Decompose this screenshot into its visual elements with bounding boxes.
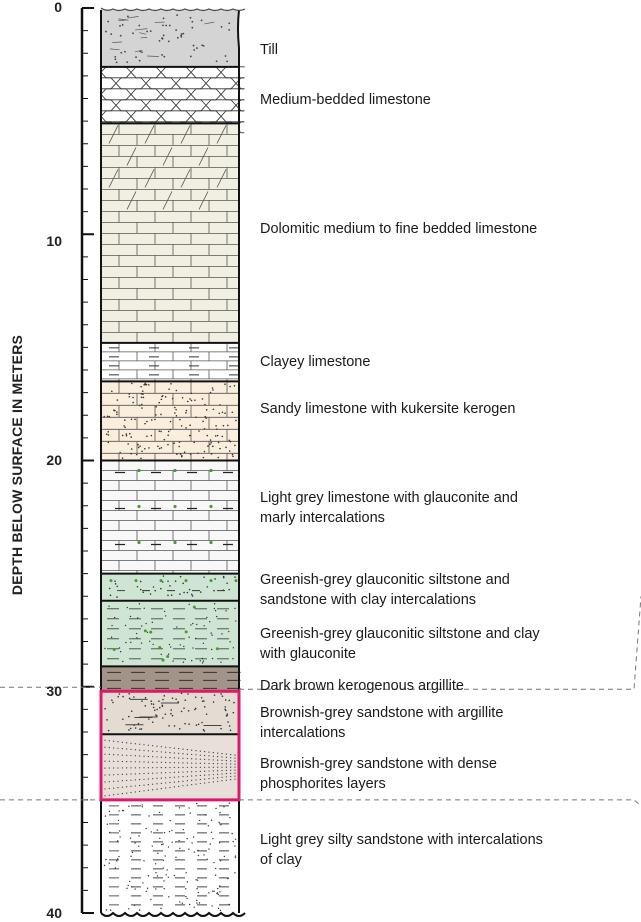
column-bottom-edge: [101, 913, 245, 916]
layer-sandy-limestone: [101, 381, 239, 460]
layer-label-sandy-limestone: Sandy limestone with kukersite kerogen: [260, 399, 516, 419]
layer-fill-greenish-grey-siltstone-clay: [101, 601, 239, 667]
layer-greenish-grey-siltstone-clay: [101, 601, 239, 667]
layer-fill-till: [101, 8, 239, 67]
layer-brownish-grey-sandstone-phosphorites: [101, 734, 239, 800]
layer-label-dolomitic-limestone: Dolomitic medium to fine bedded limeston…: [260, 219, 537, 239]
layer-greenish-grey-siltstone-sandstone: [101, 574, 250, 601]
layer-till: [101, 8, 239, 67]
depth-axis: [82, 8, 94, 913]
layer-label-medium-bedded-limestone: Medium-bedded limestone: [260, 90, 431, 110]
layer-clayey-limestone: [101, 343, 239, 381]
layer-label-brownish-grey-sandstone-phosphorites: Brownish-grey sandstone with dense phosp…: [260, 754, 497, 794]
layer-light-grey-silty-sandstone: [101, 800, 239, 913]
layer-dolomitic-limestone: [101, 123, 239, 342]
layer-fill-clayey-limestone: [101, 343, 239, 381]
layer-fill-light-grey-silty-sandstone: [101, 800, 239, 913]
layer-fill-greenish-grey-siltstone-sandstone: [101, 574, 239, 601]
layer-brownish-grey-sandstone-argillite: [101, 691, 239, 734]
layer-label-greenish-grey-siltstone-clay: Greenish-grey glauconitic siltstone and …: [260, 624, 540, 664]
layer-label-greenish-grey-siltstone-sandstone: Greenish-grey glauconitic siltstone and …: [260, 570, 510, 610]
layer-fill-dark-brown-argillite: [101, 666, 239, 691]
connector-right-bottom: [239, 800, 641, 806]
layer-fill-brownish-grey-sandstone-argillite: [101, 691, 239, 734]
tick-label-20: 20: [22, 452, 62, 468]
layer-label-till: Till: [260, 40, 278, 60]
layer-label-dark-brown-argillite: Dark brown kerogenous argillite: [260, 676, 464, 696]
tick-label-30: 30: [22, 683, 62, 699]
layer-label-brownish-grey-sandstone-argillite: Brownish-grey sandstone with argillite i…: [260, 703, 503, 743]
tick-label-0: 0: [22, 0, 62, 15]
layer-dark-brown-argillite: [101, 666, 241, 691]
layer-fill-light-grey-limestone: [101, 461, 239, 574]
layer-light-grey-limestone: [101, 461, 249, 574]
tick-label-40: 40: [22, 905, 62, 921]
layer-label-clayey-limestone: Clayey limestone: [260, 352, 370, 372]
layer-label-light-grey-limestone: Light grey limestone with glauconite and…: [260, 488, 518, 528]
layer-label-light-grey-silty-sandstone: Light grey silty sandstone with intercal…: [260, 830, 543, 870]
tick-label-10: 10: [22, 233, 62, 249]
